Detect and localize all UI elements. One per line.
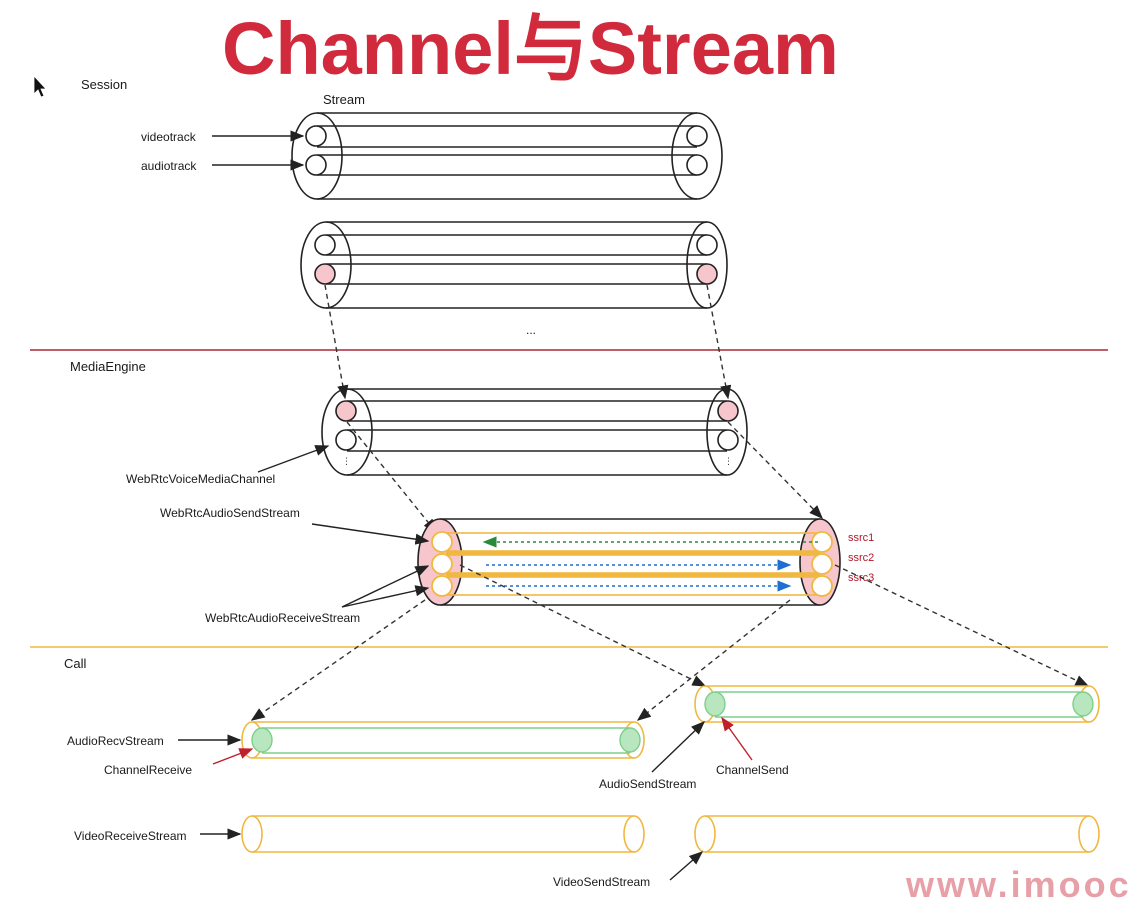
video-send-stream-label: VideoSendStream [553,875,650,889]
watermark-text: www.imooc [905,864,1132,898]
video-receive-stream-cylinder [241,815,645,853]
svg-text:⋮: ⋮ [724,456,733,466]
audiotrack-label: audiotrack [141,159,197,173]
audio-receive-stream-label: WebRtcAudioReceiveStream [205,611,360,625]
audio-send-stream-label: WebRtcAudioSendStream [160,506,300,520]
section-call-label: Call [64,656,87,671]
channel-receive-label: ChannelReceive [104,763,192,777]
audio-recv-stream-label: AudioRecvStream [67,734,164,748]
voice-media-channel-cylinder: ⋮ ⋮ [321,388,748,476]
audio-send-stream-call-label: AudioSendStream [599,777,696,791]
stream-cylinder-1 [291,112,723,200]
section-mediaengine-label: MediaEngine [70,359,146,374]
audio-recv-stream-cylinder [241,721,645,759]
page-title: Channel与Stream [222,7,839,90]
video-send-stream-cylinder [694,815,1100,853]
video-receive-stream-label: VideoReceiveStream [74,829,187,843]
channel-send-label: ChannelSend [716,763,789,777]
voice-media-channel-label: WebRtcVoiceMediaChannel [126,472,275,486]
stream-cylinder-2 [300,221,728,309]
section-session-label: Session [81,77,127,92]
cursor-icon [33,74,47,98]
ssrc1-label: ssrc1 [848,532,874,544]
stream-label: Stream [323,92,365,107]
audio-send-stream-cylinder [694,685,1100,723]
ssrc2-label: ssrc2 [848,552,874,564]
svg-text:⋮: ⋮ [342,456,351,466]
audio-stream-cylinder [417,518,841,606]
ellipsis-label: ... [526,323,536,337]
videotrack-label: videotrack [141,130,197,144]
